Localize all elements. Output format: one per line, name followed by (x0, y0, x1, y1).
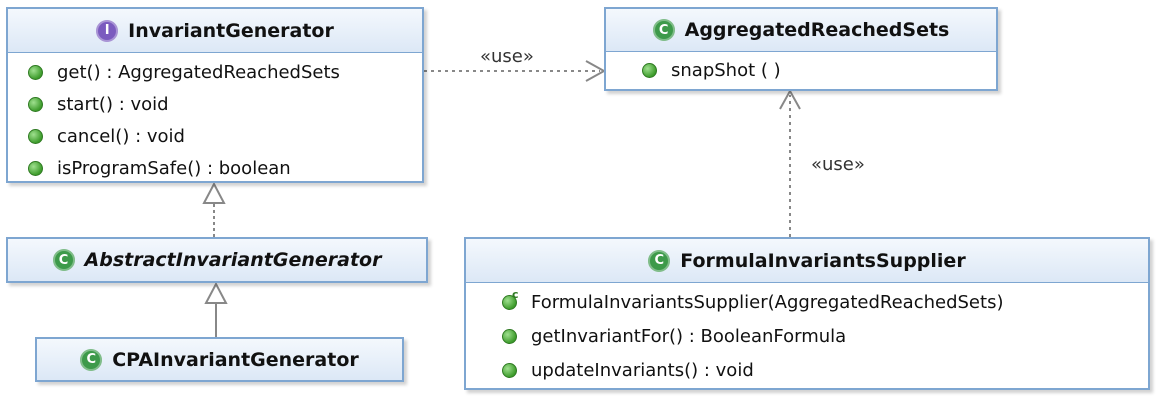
public-method-icon (28, 160, 43, 176)
constructor-icon: c (502, 288, 519, 310)
method-label: isProgramSafe() : boolean (57, 157, 291, 179)
class-header: C CPAInvariantGenerator (37, 339, 402, 380)
realization-triangle (202, 181, 226, 204)
public-method-icon (642, 62, 657, 78)
class-header: C AbstractInvariantGenerator (8, 239, 426, 281)
open-arrowhead-2 (779, 88, 801, 110)
method-item[interactable]: start() : void (8, 88, 422, 120)
interface-icon: I (96, 19, 119, 42)
method-item[interactable]: snapShot ( ) (606, 54, 996, 86)
class-icon: C (52, 249, 75, 271)
class-name: InvariantGenerator (128, 19, 334, 42)
constructor-marker: c (512, 287, 519, 301)
class-header: C AggregatedReachedSets (606, 9, 996, 52)
invariant-generator-class[interactable]: I InvariantGenerator get() : AggregatedR… (6, 7, 424, 183)
method-label: getInvariantFor() : BooleanFormula (531, 325, 847, 347)
method-label: updateInvariants() : void (531, 359, 754, 381)
method-label: snapShot ( ) (671, 59, 781, 81)
generalization-triangle (204, 281, 228, 304)
method-item[interactable]: updateInvariants() : void (466, 353, 1148, 387)
use-label-1: «use» (480, 46, 534, 67)
method-item[interactable]: get() : AggregatedReachedSets (8, 56, 422, 88)
public-method-icon (28, 128, 43, 144)
formula-invariants-supplier-class[interactable]: C FormulaInvariantsSupplier c FormulaInv… (464, 237, 1150, 390)
class-icon: C (648, 249, 671, 272)
aggregated-reached-sets-class[interactable]: C AggregatedReachedSets snapShot ( ) (604, 7, 998, 91)
class-header: C FormulaInvariantsSupplier (466, 239, 1148, 283)
public-method-icon (502, 362, 517, 378)
class-name: FormulaInvariantsSupplier (680, 249, 966, 272)
method-item[interactable]: cancel() : void (8, 120, 422, 152)
class-header: I InvariantGenerator (8, 9, 422, 53)
class-name: AbstractInvariantGenerator (84, 249, 382, 271)
cpa-invariant-generator-class[interactable]: C CPAInvariantGenerator (35, 337, 404, 382)
use-label-2: «use» (811, 154, 865, 175)
public-method-icon (502, 328, 517, 344)
public-method-icon (28, 96, 43, 112)
constructor-item[interactable]: c FormulaInvariantsSupplier(AggregatedRe… (466, 285, 1148, 319)
method-label: get() : AggregatedReachedSets (57, 61, 340, 83)
class-name: CPAInvariantGenerator (112, 348, 359, 371)
class-name: AggregatedReachedSets (684, 19, 950, 41)
method-label: FormulaInvariantsSupplier(AggregatedReac… (531, 291, 1004, 313)
abstract-invariant-generator-class[interactable]: C AbstractInvariantGenerator (6, 237, 428, 283)
method-item[interactable]: isProgramSafe() : boolean (8, 152, 422, 184)
method-label: cancel() : void (57, 125, 185, 147)
class-icon: C (652, 19, 675, 41)
method-label: start() : void (57, 93, 169, 115)
method-item[interactable]: getInvariantFor() : BooleanFormula (466, 319, 1148, 353)
public-method-icon (28, 64, 43, 80)
class-icon: C (80, 348, 103, 371)
